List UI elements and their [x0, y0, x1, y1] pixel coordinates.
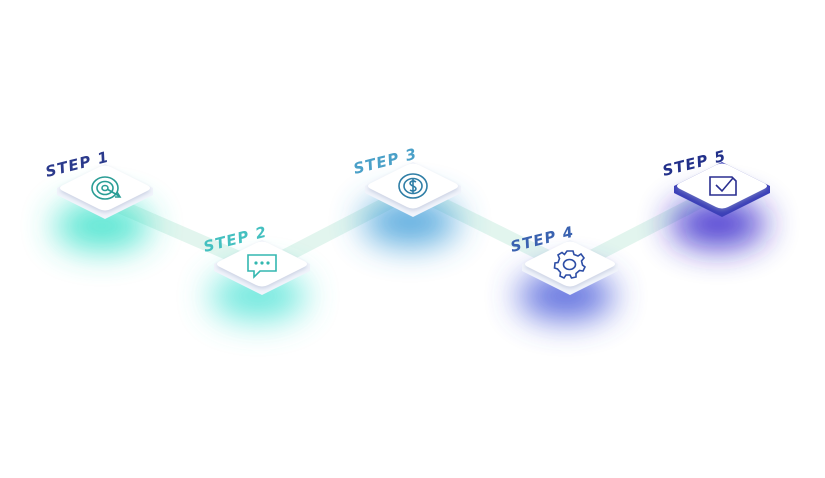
tile-top — [525, 241, 615, 287]
step-4 — [522, 240, 618, 295]
gear-icon — [553, 250, 587, 280]
tile-top — [60, 165, 150, 211]
tile-top — [677, 163, 767, 209]
glow-step-5 — [670, 200, 766, 248]
step-5 — [674, 162, 770, 217]
target-icon — [91, 176, 122, 200]
chat-bubble-icon — [247, 254, 277, 279]
checked-square-icon — [709, 176, 737, 196]
step-3 — [365, 162, 461, 217]
dollar-coin-icon — [398, 173, 428, 199]
step-2 — [214, 240, 310, 295]
glow-step-1 — [54, 202, 150, 250]
step-1 — [57, 164, 153, 219]
glow-step-3 — [362, 198, 458, 246]
